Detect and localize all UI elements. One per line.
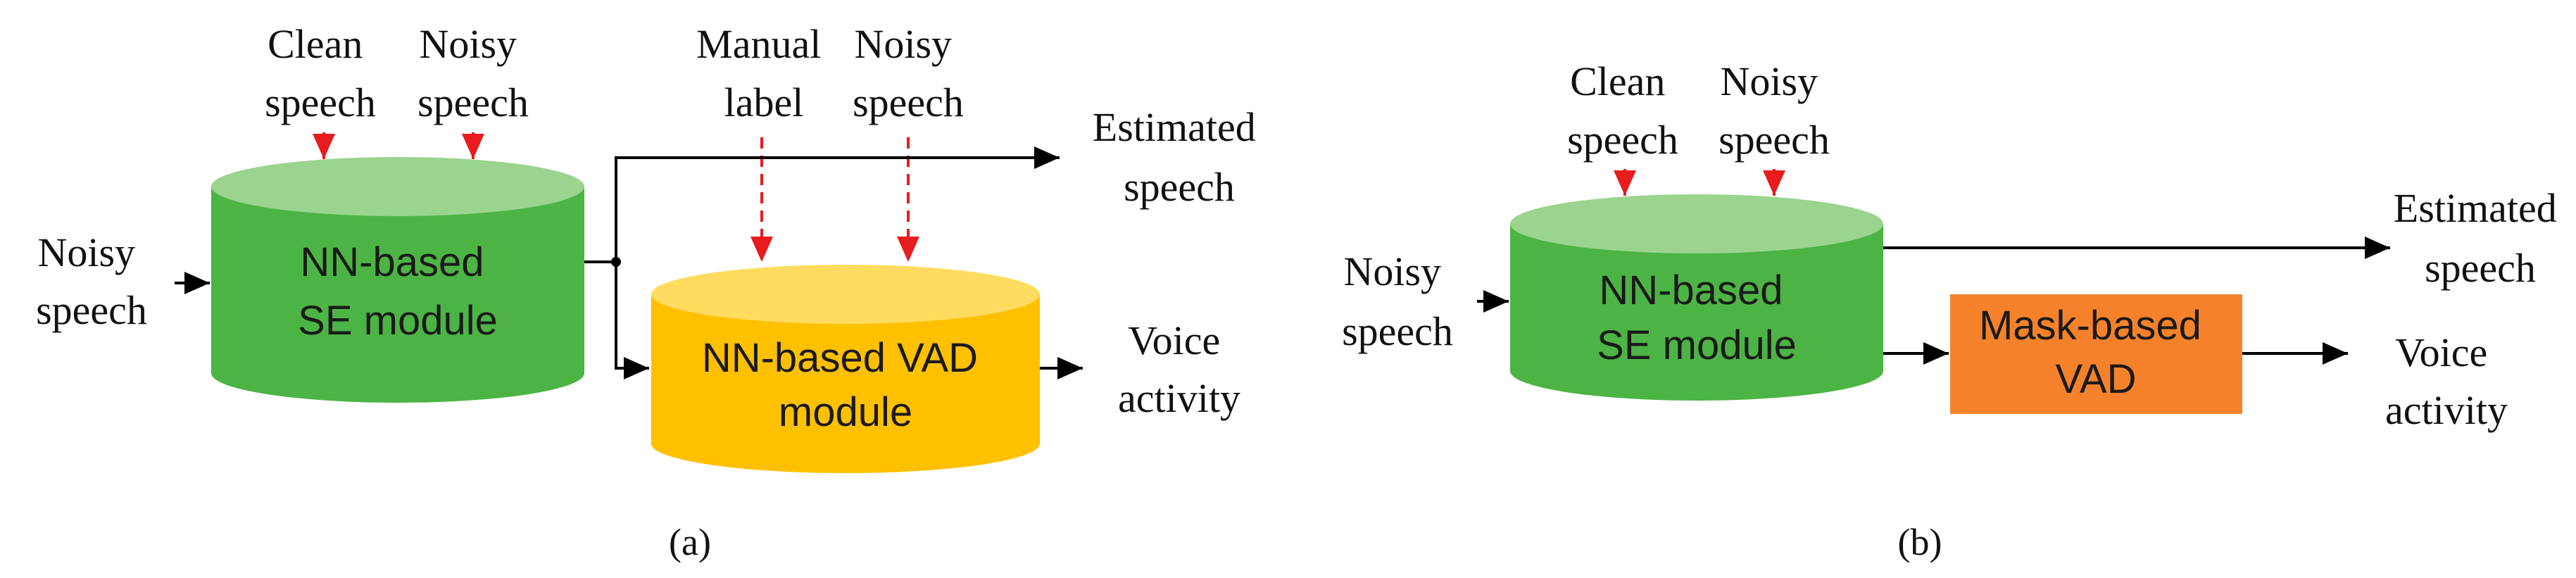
clean-speech-label-a: Clean speech (265, 21, 376, 125)
to-vad-arrow-a (615, 262, 649, 379)
panel-a: NN-based SE module NN-based VAD module C… (36, 21, 1266, 563)
se-module-cylinder-a (211, 157, 584, 403)
caption-a: (a) (669, 521, 711, 563)
noisy-speech-vad-label-a: Noisy speech (853, 21, 964, 125)
caption-b: (b) (1898, 521, 1942, 563)
se-module-cylinder-b (1510, 194, 1883, 401)
manual-label-label-a: Manual label (696, 21, 831, 125)
input-noisy-speech-label-b: Noisy speech (1342, 249, 1453, 354)
clean-speech-label-b: Clean speech (1567, 58, 1678, 163)
vad-module-label-a: NN-based VAD module (702, 335, 989, 435)
noisy-speech-top-label-a: Noisy speech (417, 21, 529, 125)
mask-vad-box-b (1950, 294, 2242, 414)
noisy-speech-top-label-b: Noisy speech (1719, 58, 1830, 163)
voice-activity-label-b: Voice activity (2385, 329, 2508, 433)
se-module-label-a: NN-based SE module (298, 239, 498, 344)
se-module-label-b: NN-based SE module (1597, 268, 1797, 368)
voice-activity-label-a: Voice activity (1118, 318, 1240, 421)
input-noisy-speech-label-a: Noisy speech (36, 230, 147, 333)
vad-module-cylinder-a (651, 265, 1040, 473)
mask-vad-label-b: Mask-based VAD (1979, 303, 2213, 402)
estimated-speech-label-a: Estimated speech (1093, 104, 1266, 210)
panel-b: NN-based SE module Mask-based VAD Clean … (1342, 58, 2567, 563)
estimated-speech-arrow-a (615, 146, 1060, 262)
estimated-speech-label-b: Estimated speech (2394, 185, 2567, 291)
